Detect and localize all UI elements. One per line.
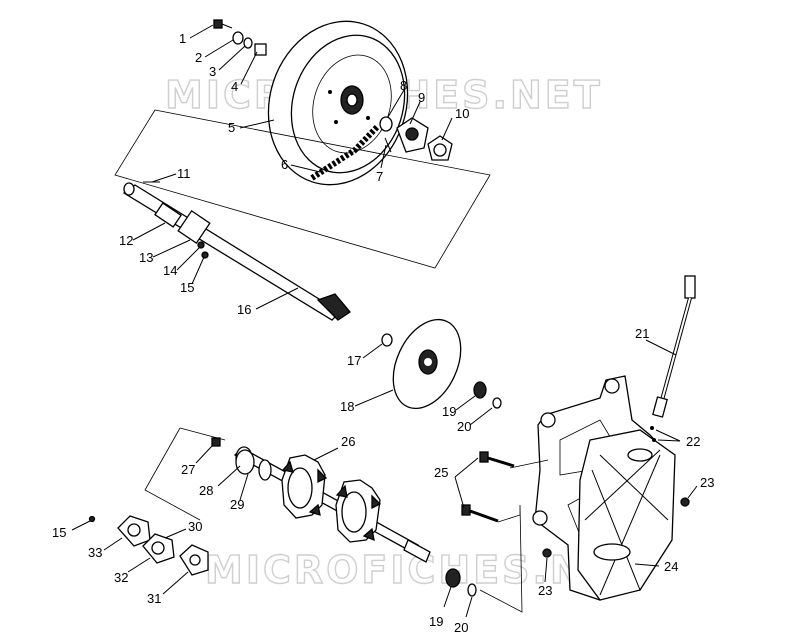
flange-33 — [117, 515, 151, 547]
screw-7 — [384, 137, 392, 153]
callout-7: 7 — [376, 169, 383, 184]
callout-23-lower: 23 — [538, 583, 552, 598]
bearing-19-lower — [445, 568, 461, 588]
bearing-29 — [235, 449, 255, 475]
ring-20 — [492, 397, 502, 409]
callout-13: 13 — [139, 250, 153, 265]
callout-24: 24 — [664, 559, 678, 574]
callout-15-lower: 15 — [52, 525, 66, 540]
callout-30: 30 — [188, 519, 202, 534]
bearing-19 — [473, 381, 487, 399]
ring-17 — [381, 333, 393, 347]
track-drive-shaft-26 — [233, 446, 431, 563]
callout-26: 26 — [341, 434, 355, 449]
callout-33: 33 — [88, 545, 102, 560]
bolt-25-lower — [461, 504, 499, 523]
callout-4: 4 — [231, 79, 238, 94]
callout-23: 23 — [700, 475, 714, 490]
callout-21: 21 — [635, 326, 649, 341]
callout-20-lower: 20 — [454, 620, 468, 635]
bolt-27 — [211, 437, 221, 447]
callout-12: 12 — [119, 233, 133, 248]
callout-28: 28 — [199, 483, 213, 498]
callout-2: 2 — [195, 50, 202, 65]
ring-20-lower — [467, 583, 477, 597]
callout-19: 19 — [442, 404, 456, 419]
callout-16: 16 — [237, 302, 251, 317]
assembly-bracket-outline — [114, 109, 491, 269]
driven-sprocket — [267, 20, 409, 186]
callout-20: 20 — [457, 419, 471, 434]
callout-25: 25 — [434, 465, 448, 480]
chaincase-cover-24 — [577, 429, 676, 601]
callout-6: 6 — [281, 157, 288, 172]
drive-chain — [310, 123, 381, 181]
nut-14 — [197, 241, 205, 249]
callout-8: 8 — [400, 78, 407, 93]
spacer-4 — [254, 43, 267, 56]
callout-19-lower: 19 — [429, 614, 443, 629]
callout-32: 32 — [114, 570, 128, 585]
callout-14: 14 — [163, 263, 177, 278]
washer-2 — [232, 31, 244, 45]
nut-23-bottom — [542, 548, 552, 558]
callout-9: 9 — [418, 90, 425, 105]
bearing-flange-9 — [396, 117, 429, 153]
callout-3: 3 — [209, 64, 216, 79]
callout-labels: 1 2 3 4 5 6 7 8 9 10 11 12 13 14 15 16 1… — [52, 31, 714, 635]
callout-22: 22 — [686, 434, 700, 449]
bearing-cap-10 — [427, 135, 453, 161]
flange-32 — [142, 533, 175, 564]
speedometer-cable-21 — [652, 275, 696, 418]
callout-5: 5 — [228, 120, 235, 135]
brake-disc-18 — [392, 318, 462, 410]
bolt-1 — [213, 19, 233, 29]
drive-shaft-16 — [122, 181, 351, 321]
screw-22b — [652, 438, 656, 442]
washer-8 — [379, 116, 393, 132]
callout-17: 17 — [347, 353, 361, 368]
bolt-leaders — [479, 459, 549, 613]
bolt-25-upper — [479, 451, 515, 468]
washer-3 — [243, 37, 253, 49]
callout-18: 18 — [340, 399, 354, 414]
callout-27: 27 — [181, 462, 195, 477]
callout-31: 31 — [147, 591, 161, 606]
nut-15-lower — [88, 515, 96, 523]
flange-31 — [179, 544, 209, 576]
leader-lines — [71, 24, 698, 618]
callout-29: 29 — [230, 497, 244, 512]
nut-23-right — [680, 497, 690, 507]
screw-22a — [650, 426, 654, 430]
callout-10: 10 — [455, 106, 469, 121]
callout-1: 1 — [179, 31, 186, 46]
callout-11: 11 — [177, 166, 191, 181]
nut-15 — [201, 251, 209, 259]
callout-15: 15 — [180, 280, 194, 295]
